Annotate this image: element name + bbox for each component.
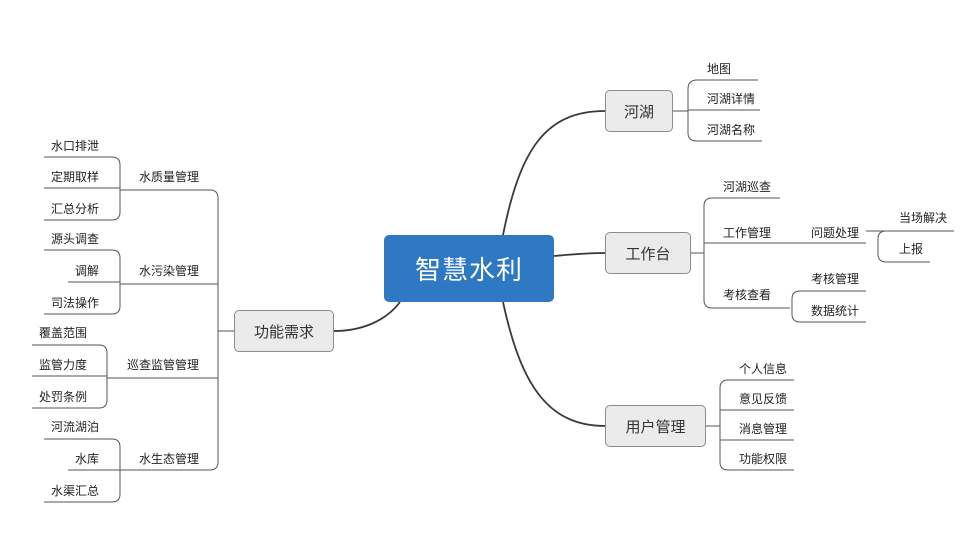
leaf-reservoir[interactable]: 水库 xyxy=(75,452,100,466)
subtopic-map[interactable]: 地图 xyxy=(707,62,732,76)
link-root-function xyxy=(333,301,401,332)
leaf-coverage[interactable]: 覆盖范围 xyxy=(39,326,88,340)
leaf-judicial-operation[interactable]: 司法操作 xyxy=(51,296,100,310)
link-root-hehu xyxy=(502,110,606,236)
root-topic[interactable]: 智慧水利 xyxy=(384,235,554,302)
subtopic-function-permissions[interactable]: 功能权限 xyxy=(739,452,788,466)
subtopic-work-management[interactable]: 工作管理 xyxy=(723,226,772,240)
subtopic-assessment-view[interactable]: 考核查看 xyxy=(723,288,772,302)
subtopic-personal-info[interactable]: 个人信息 xyxy=(739,362,788,376)
leaf-regular-sampling[interactable]: 定期取样 xyxy=(51,170,100,184)
subtopic-river-name[interactable]: 河湖名称 xyxy=(707,123,756,137)
leaf-mediation[interactable]: 调解 xyxy=(75,264,100,278)
subtopic-report[interactable]: 上报 xyxy=(899,242,924,256)
topic-hehu[interactable]: 河湖 xyxy=(605,90,673,132)
subtopic-solve-on-site[interactable]: 当场解决 xyxy=(899,211,948,225)
subtopic-message-management[interactable]: 消息管理 xyxy=(739,422,788,436)
leaf-summary-analysis[interactable]: 汇总分析 xyxy=(51,202,100,216)
group-inspection-supervision[interactable]: 巡查监管管理 xyxy=(127,358,200,372)
subtopic-problem-handling[interactable]: 问题处理 xyxy=(811,226,860,240)
topic-user-management[interactable]: 用户管理 xyxy=(605,405,706,447)
leaf-supervision-intensity[interactable]: 监管力度 xyxy=(39,358,88,372)
subtopic-river-inspection[interactable]: 河湖巡查 xyxy=(723,180,772,194)
link-root-user xyxy=(502,301,606,427)
subtopic-feedback[interactable]: 意见反馈 xyxy=(739,392,788,406)
link-root-gongzuotai xyxy=(553,252,606,257)
leaf-rivers-lakes[interactable]: 河流湖泊 xyxy=(51,420,100,434)
topic-function-requirements[interactable]: 功能需求 xyxy=(234,310,334,352)
subtopic-assessment-management[interactable]: 考核管理 xyxy=(811,272,860,286)
group-water-quality[interactable]: 水质量管理 xyxy=(139,170,200,184)
leaf-source-investigation[interactable]: 源头调查 xyxy=(51,232,100,246)
subtopic-river-detail[interactable]: 河湖详情 xyxy=(707,92,756,106)
topic-gongzuotai[interactable]: 工作台 xyxy=(605,232,691,274)
subtopic-data-statistics[interactable]: 数据统计 xyxy=(811,304,860,318)
group-water-ecology[interactable]: 水生态管理 xyxy=(139,452,200,466)
leaf-outlet-discharge[interactable]: 水口排泄 xyxy=(51,139,100,153)
group-water-pollution[interactable]: 水污染管理 xyxy=(139,264,200,278)
leaf-penalty-regulations[interactable]: 处罚条例 xyxy=(39,390,88,404)
leaf-canal-summary[interactable]: 水渠汇总 xyxy=(51,484,100,498)
